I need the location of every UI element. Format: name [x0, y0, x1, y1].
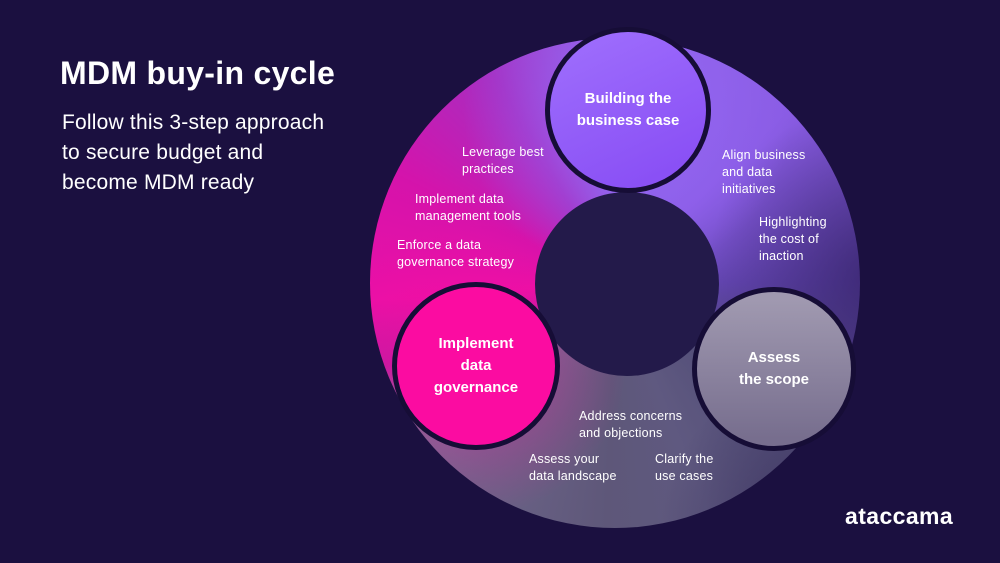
step-node-building-business-case: Building the business case [545, 27, 711, 193]
annotation-address-concerns-objections: Address concerns and objections [579, 409, 683, 440]
page-subtitle: Follow this 3-step approach to secure bu… [62, 108, 324, 198]
ataccama-logo: ataccama [845, 503, 954, 529]
annotation-highlighting-cost-of-inaction: Highlighting the cost of inaction [759, 215, 827, 263]
annotation-align-business-data-initiatives: Align business and data initiatives [722, 148, 806, 196]
annotation-clarify-the-use-cases: Clarify the use cases [655, 452, 714, 483]
annotation-leverage-best-practices: Leverage best practices [462, 145, 544, 176]
subtitle-line: to secure budget and [62, 141, 264, 164]
cycle-ring-hole [535, 192, 719, 376]
step-label: Implement data governance [433, 335, 519, 396]
subtitle-line: become MDM ready [62, 171, 255, 194]
page-title: MDM buy-in cycle [60, 55, 336, 91]
annotation-implement-data-management-tools: Implement data management tools [415, 192, 522, 223]
step-node-assess-the-scope: Assess the scope [692, 287, 856, 451]
step-node-implement-data-governance: Implement data governance [392, 282, 560, 450]
annotation-assess-your-data-landscape: Assess your data landscape [529, 452, 617, 483]
step-label: Building the business case [576, 90, 680, 129]
annotation-enforce-governance-strategy: Enforce a data governance strategy [397, 238, 515, 269]
subtitle-line: Follow this 3-step approach [62, 111, 325, 134]
step-label: Assess the scope [738, 349, 810, 388]
